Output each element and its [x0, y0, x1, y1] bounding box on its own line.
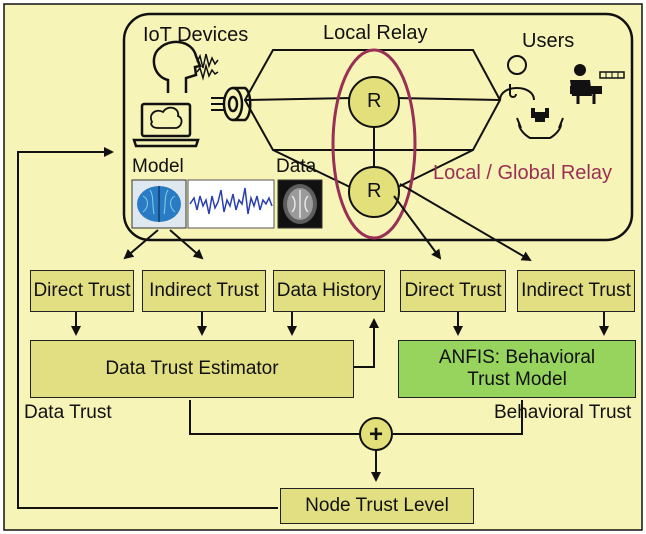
arrow-model-to-direct-trust [123, 229, 159, 260]
relay-link-bottom-left [272, 149, 353, 189]
direct-trust-box-right: Direct Trust [400, 270, 506, 312]
model-label: Model [132, 156, 184, 177]
feedback-loop-arrow [17, 147, 278, 509]
anfis-title-line2: Trust Model [467, 369, 567, 390]
data-trust-label: Data Trust [24, 402, 112, 423]
local-relay-label: Local Relay [323, 22, 428, 44]
data-trust-estimator-box: Data Trust Estimator [30, 340, 354, 398]
eeg-signal-image [187, 179, 275, 229]
arrow-estimator-to-history [354, 318, 379, 368]
relay-link-left [244, 97, 353, 101]
signal-wave-icon [196, 53, 219, 81]
line-data-trust-to-combine [189, 400, 360, 435]
combine-symbol: + [369, 421, 384, 448]
behavioral-trust-label: Behavioral Trust [494, 402, 632, 423]
global-relay-oval [331, 48, 417, 240]
indirect-trust-box-left: Indirect Trust [142, 270, 266, 312]
relay-node-top [348, 76, 400, 128]
global-relay-label: Local / Global Relay [433, 162, 612, 184]
head-sensor-icon [152, 40, 202, 93]
care-hands-icon [516, 108, 564, 139]
mri-slice-image [277, 179, 323, 229]
indirect-trust-box-right: Indirect Trust [517, 270, 635, 312]
arrow-model-to-indirect-trust [169, 229, 204, 260]
researcher-icon [570, 64, 625, 104]
relay-symbol-bottom: R [367, 180, 382, 202]
mri-scanner-icon [211, 86, 252, 122]
node-trust-level-box: Node Trust Level [280, 488, 474, 524]
users-label: Users [522, 30, 575, 52]
brain-scan-image [131, 179, 187, 229]
data-history-box: Data History [273, 270, 385, 312]
anfis-title-line1: ANFIS: Behavioral [438, 347, 596, 368]
arrow-relay-to-direct-trust [393, 195, 442, 260]
line-behavioral-trust-to-combine [393, 400, 523, 435]
laptop-brain-icon [132, 102, 200, 148]
relay-symbol-top: R [367, 90, 382, 112]
relay-link-bottom-right [395, 149, 474, 189]
direct-trust-box-left: Direct Trust [30, 270, 134, 312]
arrow-relay-to-indirect-trust [399, 183, 532, 262]
iot-devices-label: IoT Devices [143, 24, 249, 46]
relay-link-right [395, 97, 501, 101]
doctor-icon [499, 55, 535, 101]
anfis-trust-model-box: ANFIS: Behavioral Trust Model [398, 340, 636, 398]
data-label: Data [276, 156, 317, 177]
relay-node-bottom [348, 166, 400, 218]
